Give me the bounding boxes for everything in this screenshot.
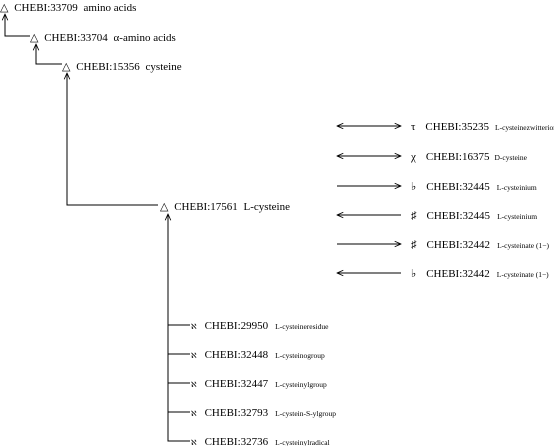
relation-item: χ CHEBI:16375 D-cysteine [410, 147, 528, 164]
relation-arrows [337, 126, 401, 273]
relation-id: CHEBI:32445 [427, 210, 491, 222]
child-item: ℵ CHEBI:32736 L-cysteinylradical [191, 432, 330, 446]
flat-icon: ♭ [411, 181, 416, 193]
node-cysteine: △ CHEBI:15356 cysteine [62, 61, 182, 73]
node-amino-acids: △ CHEBI:33709 amino acids [0, 2, 136, 14]
children-arrow-to-lcysteine [168, 214, 190, 442]
node-name: cysteine [146, 61, 182, 73]
child-id: CHEBI:29950 [205, 320, 269, 332]
relation-item: τ CHEBI:35235 L-cysteinezwitterion [411, 117, 554, 134]
child-items: ℵ CHEBI:29950 L-cysteineresidue ℵ CHEBI:… [168, 316, 336, 446]
node-name: α-amino acids [114, 32, 176, 44]
hierarchy-nodes: △ CHEBI:33709 amino acids △ CHEBI:33704 … [0, 2, 290, 213]
relation-item: ♭ CHEBI:32445 L-cysteinium [411, 177, 537, 194]
relation-name: L-cysteinezwitterion [495, 123, 554, 132]
relation-id: CHEBI:32442 [426, 268, 490, 280]
child-id: CHEBI:32736 [205, 436, 269, 446]
child-name: L-cysteinylradical [275, 438, 330, 446]
chi-icon: χ [410, 151, 416, 163]
node-name: L-cysteine [244, 201, 291, 213]
relation-id: CHEBI:32442 [427, 239, 491, 251]
node-name: amino acids [84, 2, 137, 14]
relation-item: ♯ CHEBI:32445 L-cysteinium [411, 206, 537, 223]
child-name: L-cystein-S-ylgroup [275, 409, 336, 418]
relation-name: L-cysteinate (1−) [497, 241, 549, 250]
relation-name: L-cysteinate (1−) [497, 270, 549, 279]
relation-item: ♯ CHEBI:32442 L-cysteinate (1−) [411, 235, 549, 252]
node-id: CHEBI:33709 [14, 2, 78, 14]
node-l-cysteine: △ CHEBI:17561 L-cysteine [160, 201, 290, 213]
node-alpha-amino-acids: △ CHEBI:33704 α-amino acids [30, 32, 176, 44]
aleph-icon: ℵ [191, 351, 197, 360]
tau-icon: τ [411, 121, 416, 133]
triangle-icon: △ [30, 32, 39, 44]
node-id: CHEBI:33704 [44, 32, 108, 44]
hierarchy-connectors [5, 14, 190, 442]
child-item: ℵ CHEBI:32447 L-cysteinylgroup [191, 374, 327, 391]
isa-arrow-alpha-to-amino [5, 14, 30, 37]
child-name: L-cysteineresidue [275, 322, 329, 331]
child-id: CHEBI:32448 [205, 349, 269, 361]
relation-item: ♭ CHEBI:32442 L-cysteinate (1−) [411, 264, 549, 281]
child-id: CHEBI:32793 [205, 407, 269, 419]
aleph-icon: ℵ [191, 409, 197, 418]
sharp-icon: ♯ [411, 210, 417, 222]
aleph-icon: ℵ [191, 380, 197, 389]
child-item: ℵ CHEBI:32793 L-cystein-S-ylgroup [191, 403, 336, 420]
child-item: ℵ CHEBI:29950 L-cysteineresidue [191, 316, 329, 333]
node-id: CHEBI:17561 [174, 201, 238, 213]
triangle-icon: △ [0, 2, 9, 14]
relation-name: D-cysteine [494, 153, 527, 162]
child-id: CHEBI:32447 [205, 378, 269, 390]
relation-labels: τ CHEBI:35235 L-cysteinezwitterion χ CHE… [410, 117, 554, 281]
triangle-icon: △ [160, 201, 169, 213]
relation-id: CHEBI:35235 [425, 121, 489, 133]
aleph-icon: ℵ [191, 322, 197, 331]
child-name: L-cysteinogroup [275, 351, 325, 360]
child-item: ℵ CHEBI:32448 L-cysteinogroup [191, 345, 325, 362]
child-name: L-cysteinylgroup [275, 380, 327, 389]
relation-id: CHEBI:16375 [426, 151, 490, 163]
isa-arrow-cysteine-to-alpha [36, 44, 62, 65]
flat-icon: ♭ [411, 268, 416, 280]
aleph-icon: ℵ [191, 438, 197, 446]
relation-name: L-cysteinium [497, 183, 537, 192]
sharp-icon: ♯ [411, 239, 417, 251]
triangle-icon: △ [62, 61, 71, 73]
relation-name: L-cysteinium [497, 212, 537, 221]
relation-id: CHEBI:32445 [426, 181, 490, 193]
node-id: CHEBI:15356 [76, 61, 140, 73]
isa-arrow-lcysteine-to-cysteine [67, 73, 158, 206]
